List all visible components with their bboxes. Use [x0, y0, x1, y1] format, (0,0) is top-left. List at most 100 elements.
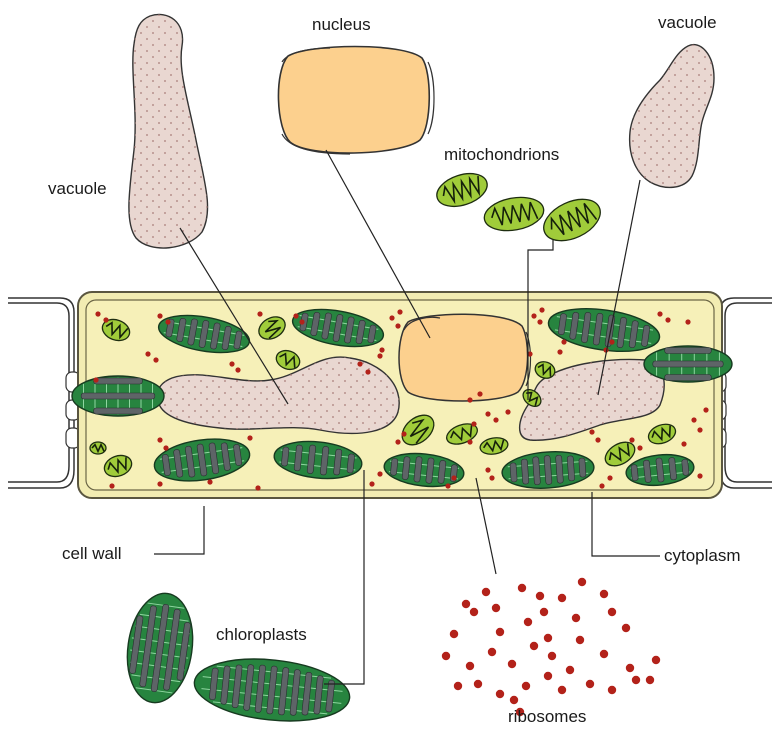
ribosome-enlarged-2 [482, 588, 490, 596]
ribosome-enlarged-22 [576, 636, 584, 644]
ribosome-enlarged-16 [442, 652, 450, 660]
ribosome-enlarged-19 [508, 660, 516, 668]
ribosome-cell-34 [505, 409, 510, 414]
neighbor-cell-right [720, 298, 772, 488]
label-mitochondrions: mitochondrions [444, 146, 559, 163]
ribosome-enlarged-8 [578, 578, 586, 586]
ribosome-cell-6 [293, 313, 298, 318]
ribosome-enlarged-32 [586, 680, 594, 688]
ribosome-cell-11 [531, 313, 536, 318]
ribosome-cell-47 [109, 483, 114, 488]
label-ribosomes: ribosomes [508, 708, 586, 725]
ribosome-enlarged-30 [544, 672, 552, 680]
ribosome-cell-5 [257, 311, 262, 316]
ribosome-cell-44 [595, 437, 600, 442]
mitochondrion-enlarged-2 [482, 193, 547, 235]
ribosome-cell-22 [145, 351, 150, 356]
ribosome-enlarged-5 [518, 584, 526, 592]
ribosome-cell-58 [697, 473, 702, 478]
ribosome-cell-54 [485, 467, 490, 472]
ribosome-enlarged-9 [450, 630, 458, 638]
ribosomes-enlarged [442, 578, 660, 716]
mitochondrion-enlarged-1 [433, 168, 492, 213]
ribosome-cell-20 [377, 353, 382, 358]
ribosome-cell-27 [247, 435, 252, 440]
ribosome-enlarged-28 [496, 690, 504, 698]
label-nucleus: nucleus [312, 16, 371, 33]
ribosome-cell-51 [377, 471, 382, 476]
ribosome-cell-26 [163, 445, 168, 450]
ribosome-cell-14 [657, 311, 662, 316]
ribosome-cell-32 [485, 411, 490, 416]
ribosome-enlarged-35 [454, 682, 462, 690]
ribosome-cell-61 [685, 319, 690, 324]
ribosome-cell-37 [561, 339, 566, 344]
ribosome-cell-19 [365, 369, 370, 374]
ribosome-cell-31 [477, 391, 482, 396]
ribosome-enlarged-33 [608, 686, 616, 694]
ribosome-enlarged-20 [530, 642, 538, 650]
ribosome-enlarged-3 [470, 608, 478, 616]
ribosome-cell-55 [489, 475, 494, 480]
ribosome-enlarged-31 [566, 666, 574, 674]
ribosome-cell-57 [607, 475, 612, 480]
ribosome-enlarged-7 [558, 594, 566, 602]
ribosome-cell-16 [229, 361, 234, 366]
chloroplast-9 [644, 346, 732, 382]
ribosome-cell-23 [153, 357, 158, 362]
label-cell-wall: cell wall [62, 545, 122, 562]
ribosome-enlarged-1 [462, 600, 470, 608]
ribosome-cell-53 [451, 475, 456, 480]
ribosome-enlarged-10 [496, 628, 504, 636]
ribosome-enlarged-23 [600, 650, 608, 658]
label-cytoplasm: cytoplasm [664, 547, 741, 564]
leader-cytoplasm [592, 492, 660, 556]
ribosome-cell-30 [467, 397, 472, 402]
mitochondria-enlarged [433, 168, 607, 249]
ribosome-cell-43 [589, 429, 594, 434]
ribosome-enlarged-37 [558, 686, 566, 694]
ribosome-enlarged-18 [488, 648, 496, 656]
ribosome-enlarged-11 [524, 618, 532, 626]
ribosome-enlarged-40 [536, 592, 544, 600]
ribosome-cell-2 [103, 317, 108, 322]
ribosome-enlarged-25 [646, 676, 654, 684]
vacuole-dots-enlarged-right [630, 45, 714, 188]
ribosome-cell-52 [445, 483, 450, 488]
ribosome-enlarged-27 [474, 680, 482, 688]
ribosome-cell-1 [95, 311, 100, 316]
ribosome-cell-40 [691, 417, 696, 422]
ribosome-cell-29 [401, 431, 406, 436]
ribosome-cell-24 [93, 377, 98, 382]
chloroplasts-enlarged [121, 589, 353, 728]
ribosome-cell-9 [395, 323, 400, 328]
chloroplast-enlarged-1 [121, 589, 200, 707]
ribosome-cell-39 [609, 339, 614, 344]
ribosome-cell-17 [235, 367, 240, 372]
mitochondrion-enlarged-3 [537, 191, 607, 249]
ribosome-cell-15 [665, 317, 670, 322]
ribosome-enlarged-12 [544, 634, 552, 642]
mitochondrion-8 [90, 442, 106, 454]
ribosome-enlarged-39 [600, 590, 608, 598]
ribosome-cell-13 [539, 307, 544, 312]
label-vacuole-left: vacuole [48, 180, 107, 197]
ribosome-cell-36 [557, 349, 562, 354]
ribosome-cell-25 [157, 437, 162, 442]
ribosome-enlarged-36 [510, 696, 518, 704]
ribosome-cell-48 [157, 481, 162, 486]
ribosome-enlarged-26 [652, 656, 660, 664]
ribosome-cell-56 [599, 483, 604, 488]
ribosome-enlarged-21 [548, 652, 556, 660]
leader-cell-wall [154, 506, 204, 554]
ribosome-cell-46 [637, 445, 642, 450]
chloroplast-2 [72, 376, 164, 416]
label-vacuole-right: vacuole [658, 14, 717, 31]
ribosome-cell-60 [207, 479, 212, 484]
ribosome-cell-8 [389, 315, 394, 320]
ribosome-enlarged-24 [626, 664, 634, 672]
ribosome-cell-62 [471, 421, 476, 426]
ribosome-cell-49 [255, 485, 260, 490]
nucleus-in-cell [399, 314, 531, 401]
